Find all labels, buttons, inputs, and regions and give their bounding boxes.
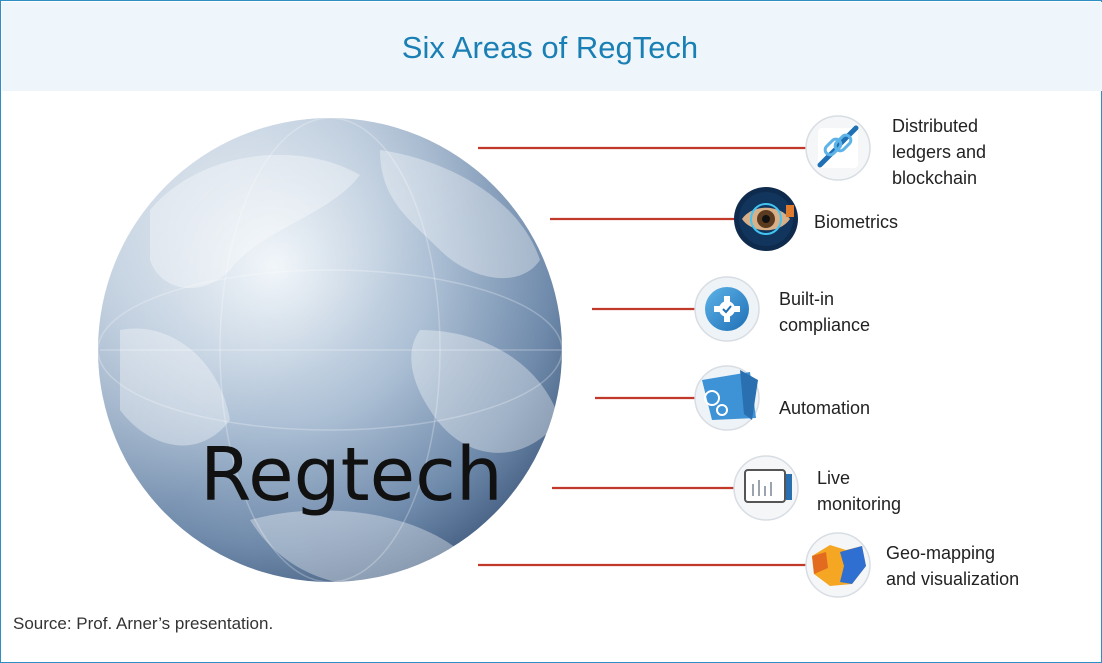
figure-title: Six Areas of RegTech bbox=[401, 30, 699, 65]
title-band bbox=[2, 2, 1102, 91]
area-label-compliance: Built-in compliance bbox=[779, 289, 871, 335]
area-label-automation: Automation bbox=[779, 398, 871, 418]
area-label-monitoring: Live monitoring bbox=[817, 468, 902, 514]
area-label-biometrics: Biometrics bbox=[814, 212, 899, 232]
monitor-screen-icon bbox=[733, 455, 799, 521]
globe-label: Regtech bbox=[200, 432, 503, 518]
source-note: Source: Prof. Arner’s presentation. bbox=[13, 614, 274, 633]
map-icon bbox=[805, 532, 871, 598]
eye-scan-icon bbox=[734, 187, 798, 251]
automation-gears-icon bbox=[694, 365, 760, 431]
blockchain-chain-icon bbox=[805, 115, 871, 181]
area-label-geomapping: Geo-mapping and visualization bbox=[886, 543, 1020, 589]
connector-lines bbox=[478, 146, 808, 567]
gear-badge-icon bbox=[694, 276, 760, 342]
area-label-blockchain: Distributed ledgers and blockchain bbox=[892, 116, 987, 188]
